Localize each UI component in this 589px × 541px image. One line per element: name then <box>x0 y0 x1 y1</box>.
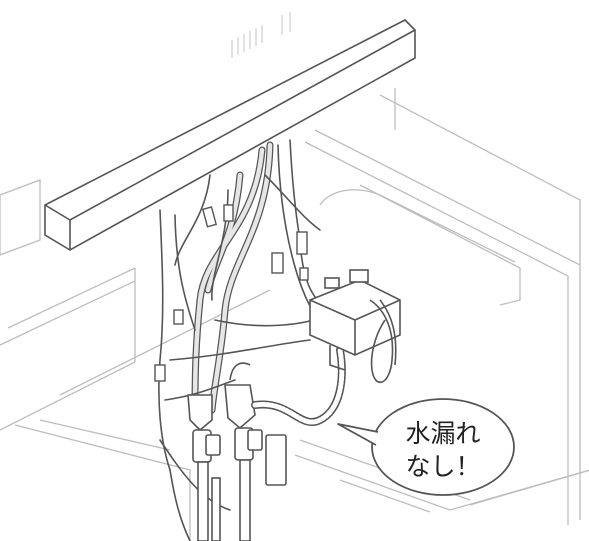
hoses <box>158 139 331 541</box>
callout-text: 水漏れ なし！ <box>383 417 503 483</box>
water-valves <box>187 362 287 541</box>
callout-line-2: なし！ <box>405 452 481 481</box>
callout-line-1: 水漏れ <box>405 419 481 448</box>
braided-hose <box>251 346 346 426</box>
connectors <box>154 204 309 382</box>
countertop <box>44 19 416 251</box>
callout-bubble <box>337 398 515 496</box>
control-box <box>309 269 401 384</box>
tap-hole-lines <box>231 12 291 58</box>
